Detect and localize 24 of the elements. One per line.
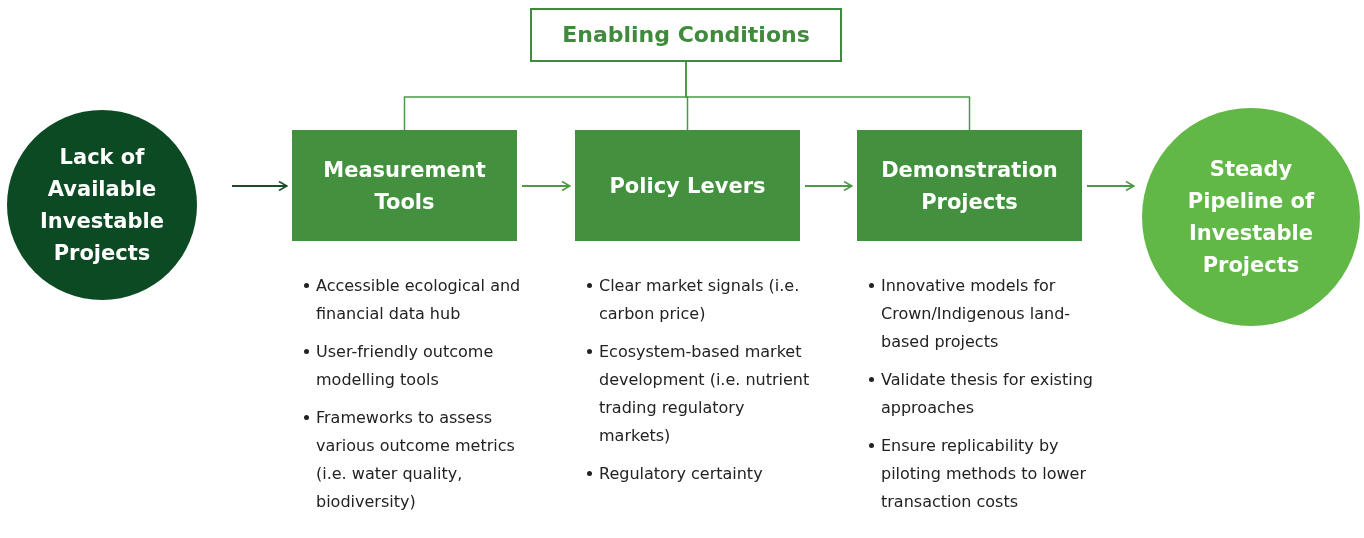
process-box [575,130,800,241]
bullet-text: Accessible ecological and financial data hub [316,275,522,325]
connector-line [685,61,971,131]
node-label: Steady Pipeline of Investable Projects [1186,156,1316,279]
arrow [232,180,288,192]
bullet-text: User-friendly outcome modelling tools [316,341,495,391]
bullet-text: Frameworks to assess various outcome metrics (i.e. water quality, biodiversity) [316,407,516,513]
bullet-text: Innovative models for Crown/Indigenous land-based projects [881,275,1072,353]
bullet-text: Ensure replicability by piloting methods to lower transaction costs [881,435,1088,513]
bullet-text: Regulatory certainty [599,463,764,485]
bullet-text: Ecosystem-based market development (i.e. nutrient trading regulatory markets) [599,341,811,447]
arrow [1087,180,1135,192]
node-label: Enabling Conditions [561,21,811,49]
node-label: Lack of Available Investable Projects [39,144,165,267]
node-label: Demonstration Projects [880,156,1059,216]
process-box [857,130,1082,241]
heading-box [530,8,842,62]
arrow [522,180,571,192]
node-label: Measurement Tools [322,156,487,216]
node-label: Policy Levers [608,172,767,200]
bullet-text: Clear market signals (i.e. carbon price) [599,275,801,325]
bullet-text: Validate thesis for existing approaches [881,369,1094,419]
arrow [805,180,853,192]
process-box [292,130,517,241]
